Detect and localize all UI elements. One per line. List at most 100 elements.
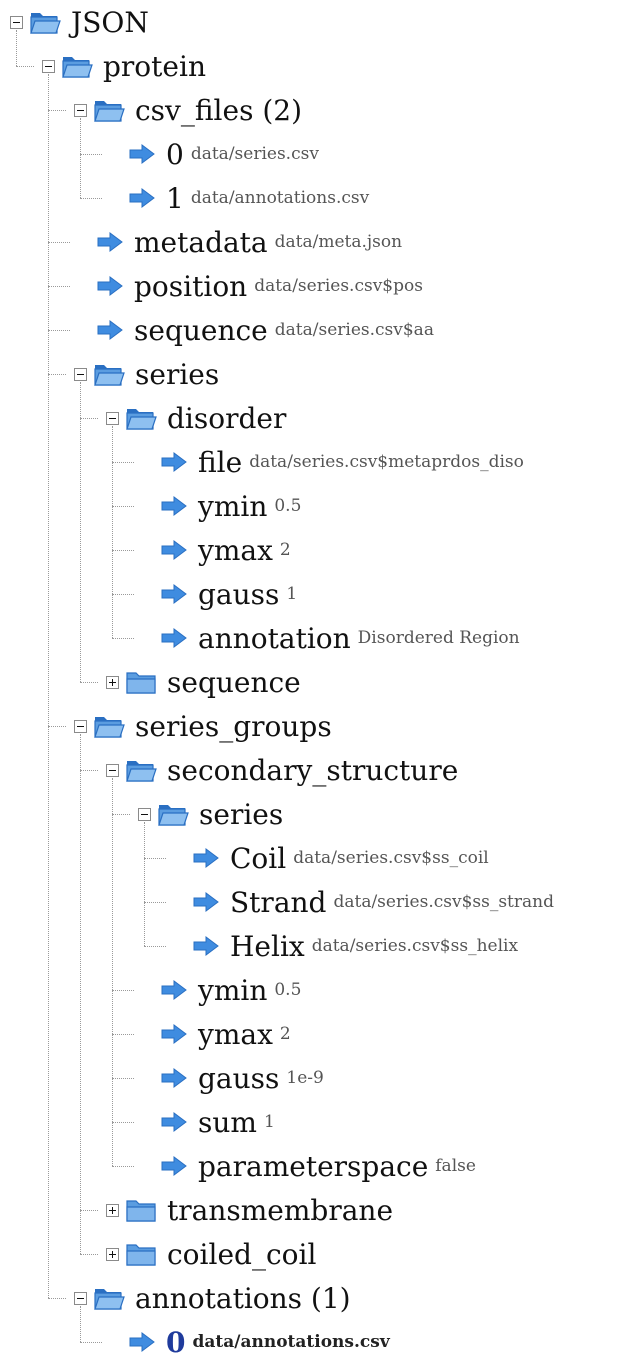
tree-folder-node[interactable]: annotations (1) [74, 1276, 351, 1320]
tree-folder-node[interactable]: disorder [106, 396, 286, 440]
node-key: gauss [198, 1061, 280, 1095]
collapse-toggle-icon[interactable] [10, 15, 23, 29]
collapse-toggle-icon[interactable] [106, 411, 119, 425]
node-key: ymax [198, 1017, 273, 1051]
node-value: data/series.csv$ss_helix [311, 936, 519, 956]
tree-connector [112, 462, 134, 463]
tree-connector [80, 198, 102, 199]
node-value: data/annotations.csv [190, 188, 370, 208]
tree-connector [48, 286, 70, 287]
node-key: coiled_coil [167, 1237, 317, 1271]
arrow-right-icon [160, 539, 188, 561]
tree-folder-node[interactable]: secondary_structure [106, 748, 458, 792]
node-value: 2 [279, 540, 291, 560]
node-key: ymin [198, 973, 268, 1007]
tree-folder-node[interactable]: protein [42, 44, 206, 88]
tree-leaf-node[interactable]: gauss 1 [160, 572, 297, 616]
tree-connector [80, 1306, 81, 1342]
tree-connector [80, 770, 98, 771]
arrow-right-icon [192, 891, 220, 913]
tree-connector [112, 594, 134, 595]
folder-open-icon [125, 757, 157, 783]
node-key: ymax [198, 533, 273, 567]
collapse-toggle-icon[interactable] [74, 103, 87, 117]
tree-folder-node[interactable]: series [138, 792, 283, 836]
node-key: csv_files (2) [135, 93, 303, 127]
tree-connector [112, 1166, 134, 1167]
node-value: 0.5 [274, 496, 302, 516]
folder-open-icon [29, 9, 61, 35]
node-key: series [199, 797, 284, 831]
node-value: data/meta.json [274, 232, 403, 252]
node-value: 0.5 [274, 980, 302, 1000]
tree-connector [144, 822, 145, 946]
node-key: annotation [198, 621, 351, 655]
node-value: 1 [286, 584, 298, 604]
node-key: transmembrane [167, 1193, 394, 1227]
node-key: gauss [198, 577, 280, 611]
tree-connector [112, 778, 113, 1166]
tree-leaf-node[interactable]: ymin 0.5 [160, 484, 301, 528]
expand-toggle-icon[interactable] [106, 675, 119, 689]
tree-leaf-node[interactable]: 0 data/annotations.csv [128, 1320, 390, 1364]
arrow-right-icon [160, 979, 188, 1001]
collapse-toggle-icon[interactable] [74, 1291, 87, 1305]
folder-open-icon [61, 53, 93, 79]
folder-open-icon [93, 361, 125, 387]
expand-toggle-icon[interactable] [106, 1203, 119, 1217]
arrow-right-icon [160, 1067, 188, 1089]
tree-folder-node[interactable]: sequence [106, 660, 301, 704]
node-key: ymin [198, 489, 268, 523]
collapse-toggle-icon[interactable] [138, 807, 151, 821]
tree-connector [112, 1034, 134, 1035]
tree-connector [48, 374, 66, 375]
tree-connector [80, 418, 98, 419]
collapse-toggle-icon[interactable] [74, 719, 87, 733]
arrow-right-icon [192, 935, 220, 957]
tree-connector [48, 726, 66, 727]
node-value: data/series.csv$ss_strand [333, 892, 554, 912]
tree-folder-node[interactable]: csv_files (2) [74, 88, 302, 132]
collapse-toggle-icon[interactable] [74, 367, 87, 381]
collapse-toggle-icon[interactable] [42, 59, 55, 73]
arrow-right-icon [128, 1331, 156, 1353]
tree-connector [112, 506, 134, 507]
folder-closed-icon [125, 669, 157, 695]
tree-leaf-node[interactable]: ymax 2 [160, 528, 291, 572]
arrow-right-icon [128, 143, 156, 165]
tree-folder-node[interactable]: series_groups [74, 704, 332, 748]
tree-folder-node[interactable]: series [74, 352, 219, 396]
node-value: data/series.csv$metaprdos_diso [249, 452, 524, 472]
node-key: Coil [230, 841, 287, 875]
expand-toggle-icon[interactable] [106, 1247, 119, 1261]
tree-folder-node[interactable]: transmembrane [106, 1188, 393, 1232]
tree-connector [80, 1342, 102, 1343]
tree-folder-node[interactable]: JSON [10, 0, 149, 44]
node-key: sum [198, 1105, 257, 1139]
tree-leaf-node[interactable]: ymin 0.5 [160, 968, 301, 1012]
node-key: 0 [166, 1325, 186, 1359]
tree-connector [112, 426, 113, 638]
folder-closed-icon [125, 1197, 157, 1223]
tree-folder-node[interactable]: coiled_coil [106, 1232, 316, 1276]
folder-open-icon [93, 1285, 125, 1311]
tree-connector [48, 74, 49, 1298]
collapse-toggle-icon[interactable] [106, 763, 119, 777]
node-key: series_groups [135, 709, 332, 743]
node-value: data/annotations.csv [192, 1332, 390, 1352]
folder-open-icon [125, 405, 157, 431]
